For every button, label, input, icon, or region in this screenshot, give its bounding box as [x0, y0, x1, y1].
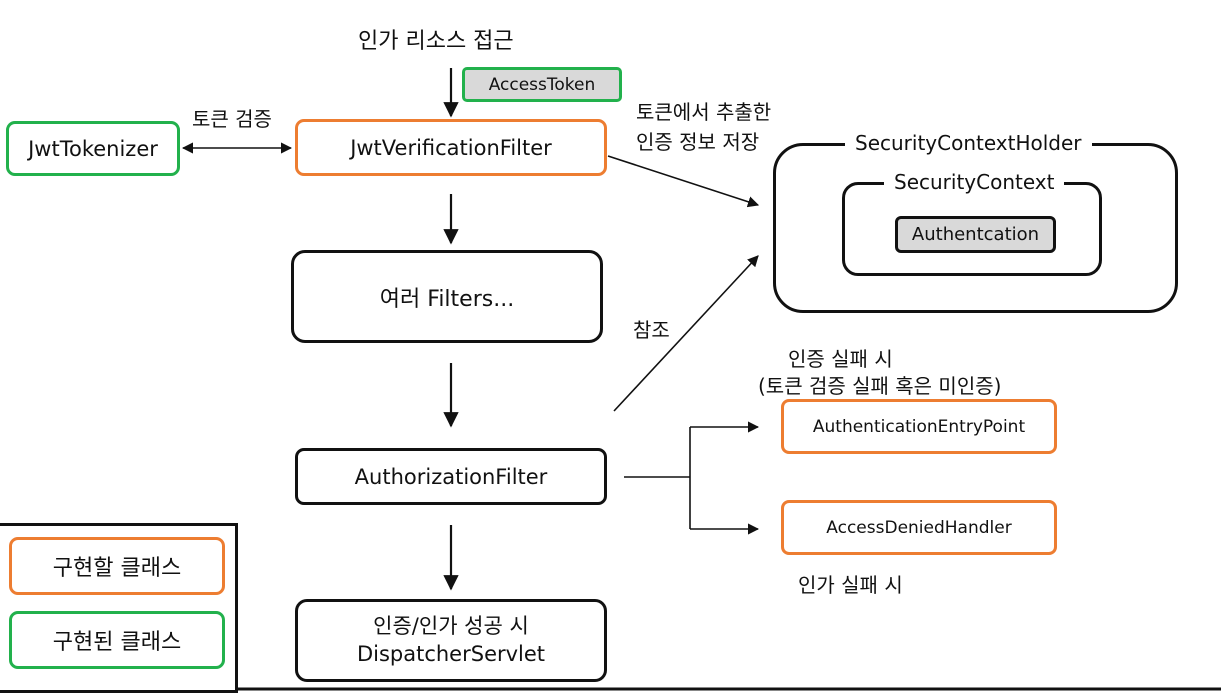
label-auth-fail-1: 인증 실패 시: [788, 347, 893, 371]
label-token-verify: 토큰 검증: [192, 107, 272, 131]
label-store-auth-2: 인증 정보 저장: [636, 130, 760, 154]
jwt-verification-filter-label: JwtVerificationFilter: [350, 135, 552, 160]
label-store-auth-1: 토큰에서 추출한: [636, 100, 772, 124]
success-label: 인증/인가 성공 시: [373, 614, 529, 639]
legend-to-implement-box: 구현할 클래스: [9, 537, 225, 595]
legend-implemented-label: 구현된 클래스: [52, 630, 182, 655]
legend-to-implement-label: 구현할 클래스: [52, 556, 182, 581]
legend-implemented-box: 구현된 클래스: [9, 611, 225, 669]
security-context-holder-label: SecurityContextHolder: [845, 131, 1092, 155]
authentication-entry-point-label: AuthenticationEntryPoint: [812, 416, 1026, 437]
label-resource-access: 인가 리소스 접근: [358, 29, 514, 54]
arrow-store-auth: [607, 155, 760, 208]
jwt-verification-filter-box: JwtVerificationFilter: [295, 119, 607, 176]
label-auth-fail-2: (토큰 검증 실패 혹은 미인증): [758, 374, 1002, 398]
jwt-tokenizer-box: JwtTokenizer: [6, 121, 180, 176]
arrow-reference: [613, 255, 759, 412]
security-context-label: SecurityContext: [884, 170, 1065, 194]
authentication-entry-point-box: AuthenticationEntryPoint: [781, 399, 1057, 454]
filters-label: 여러 Filters...: [379, 286, 515, 312]
access-denied-handler-box: AccessDeniedHandler: [781, 500, 1057, 555]
dispatcher-servlet-label: DispatcherServlet: [356, 641, 546, 666]
authentication-label: Authentcation: [911, 224, 1040, 245]
authorization-filter-box: AuthorizationFilter: [295, 448, 607, 505]
dispatcher-servlet-box: 인증/인가 성공 시 DispatcherServlet: [295, 599, 607, 682]
authorization-filter-label: AuthorizationFilter: [354, 464, 548, 489]
authentication-box: Authentcation: [895, 216, 1056, 253]
access-denied-handler-label: AccessDeniedHandler: [826, 517, 1012, 538]
access-token-box: AccessToken: [462, 67, 622, 102]
label-authz-fail: 인가 실패 시: [798, 573, 903, 597]
access-token-label: AccessToken: [488, 74, 596, 95]
label-reference: 참조: [633, 318, 670, 342]
filters-box: 여러 Filters...: [291, 250, 603, 343]
jwt-tokenizer-label: JwtTokenizer: [28, 136, 158, 161]
